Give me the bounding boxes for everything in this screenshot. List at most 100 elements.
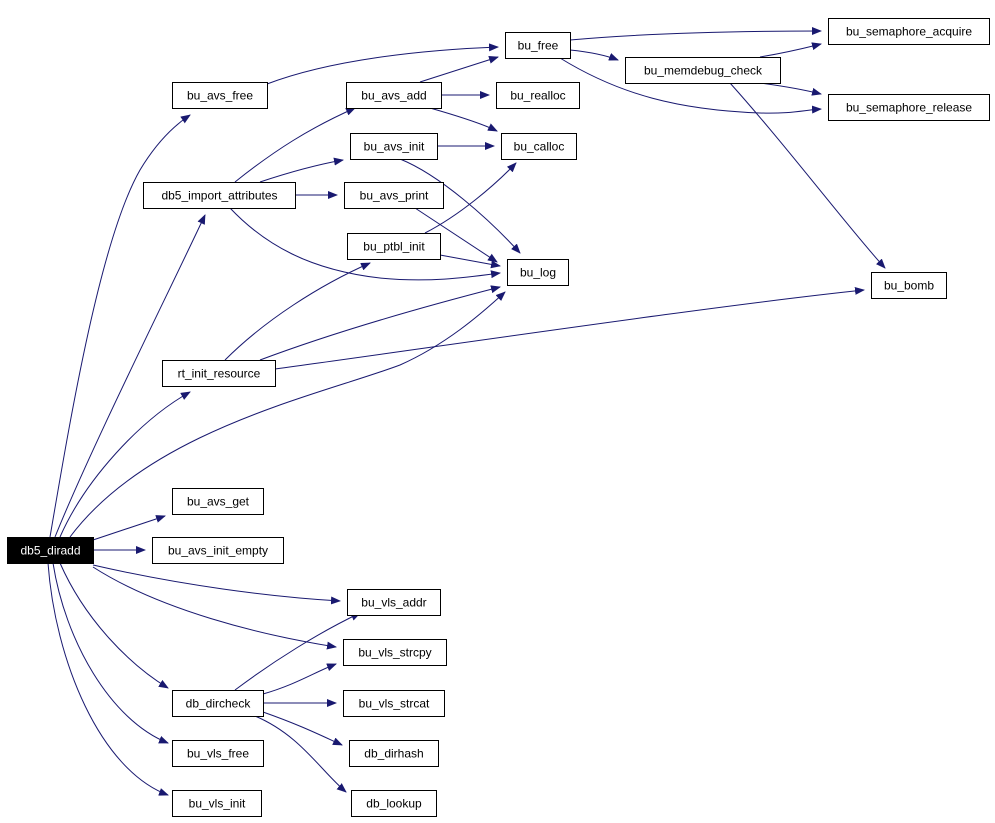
edge-db5-diradd-to-db5-import-attributes — [54, 214, 206, 538]
node-box — [346, 82, 442, 109]
edge-bu-avs-print-to-bu-log — [414, 207, 498, 263]
edge-bu-avs-init-to-bu-log — [399, 158, 521, 254]
node-bu-vls-strcpy[interactable]: bu_vls_strcpy — [343, 639, 447, 666]
node-box — [152, 537, 284, 564]
node-label: bu_avs_print — [360, 189, 429, 203]
edges-layer — [47, 27, 886, 796]
node-label: db_dircheck — [186, 697, 252, 711]
nodes-layer: db5_diradd bu_avs_free db5_import_attribut… — [7, 18, 990, 817]
node-rt-init-resource[interactable]: rt_init_resource — [162, 360, 276, 387]
node-box — [347, 233, 441, 260]
edge-db-dircheck-to-db-dirhash — [262, 711, 343, 746]
node-bu-avs-get[interactable]: bu_avs_get — [172, 488, 264, 515]
node-box — [172, 488, 264, 515]
node-box — [143, 182, 296, 209]
node-box — [349, 740, 439, 767]
node-bu-avs-free[interactable]: bu_avs_free — [172, 82, 268, 109]
edge-db5-diradd-to-bu-vls-strcpy — [92, 566, 337, 650]
node-box — [350, 133, 438, 160]
node-box — [347, 589, 441, 616]
node-bu-avs-print[interactable]: bu_avs_print — [344, 182, 444, 209]
edge-rt-init-resource-to-bu-ptbl-init — [224, 262, 371, 361]
node-box — [172, 740, 264, 767]
edge-bu-free-to-bu-memdebug-check — [569, 49, 619, 61]
edge-bu-avs-add-to-bu-free — [419, 55, 499, 83]
node-label: bu_calloc — [514, 140, 565, 154]
edge-db5-diradd-to-bu-vls-init — [47, 562, 169, 796]
edge-db5-import-attributes-to-bu-avs-add — [234, 107, 356, 183]
node-box — [343, 639, 447, 666]
node-box — [828, 94, 990, 121]
node-label: bu_realloc — [510, 89, 565, 103]
node-db-dirhash[interactable]: db_dirhash — [349, 740, 439, 767]
node-label: bu_vls_free — [187, 747, 249, 761]
node-bu-vls-free[interactable]: bu_vls_free — [172, 740, 264, 767]
node-label: db5_diradd — [20, 544, 80, 558]
node-bu-bomb[interactable]: bu_bomb — [871, 272, 947, 299]
node-db-lookup[interactable]: db_lookup — [351, 790, 437, 817]
edge-db5-diradd-to-bu-avs-free — [49, 114, 191, 538]
node-box — [7, 537, 94, 564]
node-bu-free[interactable]: bu_free — [505, 32, 571, 59]
node-label: bu_vls_addr — [361, 596, 426, 610]
node-label: bu_log — [520, 266, 556, 280]
node-db5-import-attributes[interactable]: db5_import_attributes — [143, 182, 296, 209]
node-bu-vls-strcat[interactable]: bu_vls_strcat — [343, 690, 445, 717]
edge-db5-import-attributes-to-bu-avs-init — [259, 157, 344, 183]
edge-rt-init-resource-to-bu-log — [259, 285, 501, 361]
edge-db5-diradd-to-bu-avs-get — [92, 515, 166, 541]
node-label: db5_import_attributes — [161, 189, 277, 203]
node-box — [162, 360, 276, 387]
edge-rt-init-resource-to-bu-bomb — [274, 286, 865, 370]
node-label: bu_avs_free — [187, 89, 253, 103]
node-box — [172, 690, 264, 717]
node-bu-realloc[interactable]: bu_realloc — [496, 82, 580, 109]
node-box — [344, 182, 444, 209]
node-bu-calloc[interactable]: bu_calloc — [501, 133, 577, 160]
node-bu-ptbl-init[interactable]: bu_ptbl_init — [347, 233, 441, 260]
node-label: bu_semaphore_acquire — [846, 25, 972, 39]
node-box — [496, 82, 580, 109]
edge-bu-avs-free-to-bu-free — [266, 43, 499, 85]
node-label: bu_ptbl_init — [363, 240, 425, 254]
edge-bu-avs-add-to-bu-calloc — [429, 107, 498, 132]
node-label: db_lookup — [366, 797, 422, 811]
node-bu-avs-init-empty[interactable]: bu_avs_init_empty — [152, 537, 284, 564]
edge-bu-ptbl-init-to-bu-log — [439, 254, 501, 269]
node-box — [871, 272, 947, 299]
node-box — [351, 790, 437, 817]
edge-db-dircheck-to-bu-vls-strcpy — [262, 663, 337, 695]
node-bu-avs-add[interactable]: bu_avs_add — [346, 82, 442, 109]
node-label: bu_vls_strcat — [359, 697, 430, 711]
node-bu-semaphore-acquire[interactable]: bu_semaphore_acquire — [828, 18, 990, 45]
edge-bu-free-to-bu-semaphore-acquire — [569, 27, 822, 41]
node-bu-vls-addr[interactable]: bu_vls_addr — [347, 589, 441, 616]
node-label: bu_avs_init — [364, 140, 425, 154]
node-box — [828, 18, 990, 45]
node-label: bu_semaphore_release — [846, 101, 972, 115]
edge-bu-ptbl-init-to-bu-calloc — [424, 162, 517, 234]
node-db5-diradd[interactable]: db5_diradd — [7, 537, 94, 564]
node-bu-log[interactable]: bu_log — [507, 259, 569, 286]
node-bu-vls-init[interactable]: bu_vls_init — [172, 790, 262, 817]
node-label: bu_vls_init — [189, 797, 246, 811]
edge-db-dircheck-to-db-lookup — [254, 715, 347, 793]
node-db-dircheck[interactable]: db_dircheck — [172, 690, 264, 717]
edge-db5-diradd-to-db-dircheck — [59, 562, 169, 689]
node-label: bu_avs_init_empty — [168, 544, 268, 558]
node-box — [501, 133, 577, 160]
node-label: bu_bomb — [884, 279, 934, 293]
edge-bu-memdebug-check-to-bu-semaphore-release — [759, 82, 822, 96]
node-bu-semaphore-release[interactable]: bu_semaphore_release — [828, 94, 990, 121]
node-bu-avs-init[interactable]: bu_avs_init — [350, 133, 438, 160]
node-bu-memdebug-check[interactable]: bu_memdebug_check — [625, 57, 781, 84]
node-box — [507, 259, 569, 286]
node-label: db_dirhash — [364, 747, 423, 761]
edge-db5-diradd-to-bu-vls-free — [52, 562, 169, 744]
node-label: rt_init_resource — [178, 367, 261, 381]
edge-db5-diradd-to-bu-vls-addr — [92, 564, 341, 605]
node-label: bu_avs_add — [361, 89, 426, 103]
node-label: bu_free — [518, 39, 559, 53]
